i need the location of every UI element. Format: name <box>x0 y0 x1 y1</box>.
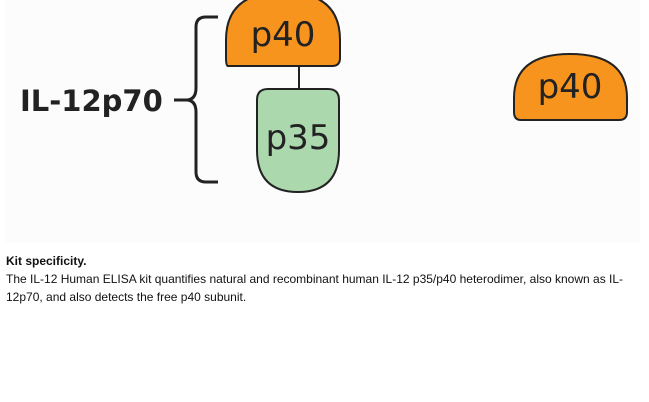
p35-label: p35 <box>266 118 331 158</box>
p40-label: p40 <box>251 15 316 55</box>
free-p40-label: p40 <box>538 67 603 107</box>
p40-subunit-shape <box>225 0 341 67</box>
bracket <box>174 15 218 184</box>
caption-title: Kit specificity. <box>6 254 87 268</box>
caption-text: The IL-12 Human ELISA kit quantifies nat… <box>6 272 624 304</box>
free-p40-shape <box>513 52 628 121</box>
il12-diagram-svg: IL-12p70 p40 p35 p40 <box>20 0 628 194</box>
p35-subunit-shape <box>256 88 340 194</box>
complex-label: IL-12p70 <box>20 84 163 118</box>
figure-caption: Kit specificity. The IL-12 Human ELISA k… <box>6 252 646 306</box>
